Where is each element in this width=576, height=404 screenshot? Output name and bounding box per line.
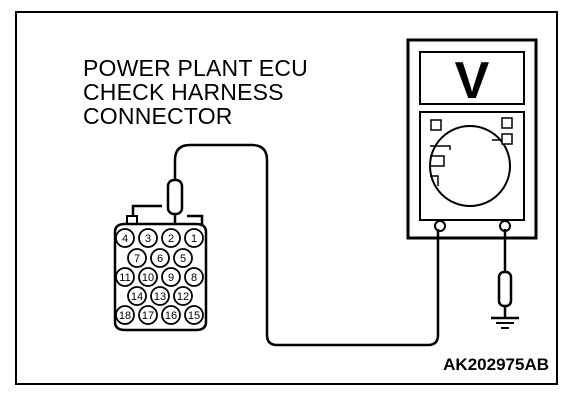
pin-13 bbox=[150, 286, 170, 306]
pin-label-18: 18 bbox=[119, 310, 131, 322]
pin-16 bbox=[161, 305, 181, 325]
pin-2 bbox=[161, 228, 181, 248]
pin-label-16: 16 bbox=[165, 310, 177, 322]
pin-label-3: 3 bbox=[145, 233, 151, 245]
pin-label-6: 6 bbox=[157, 253, 163, 265]
meter-switch-2 bbox=[501, 117, 513, 129]
pin-3 bbox=[138, 228, 158, 248]
meter-switch-1 bbox=[430, 119, 442, 131]
pin-label-13: 13 bbox=[154, 291, 166, 303]
pin-6 bbox=[150, 248, 170, 268]
voltage-symbol-icon: V bbox=[455, 52, 490, 110]
pin-label-4: 4 bbox=[122, 233, 128, 245]
pin-7 bbox=[127, 248, 147, 268]
pin-4 bbox=[115, 228, 135, 248]
voltmeter: V bbox=[406, 38, 538, 240]
pin-11 bbox=[115, 267, 135, 287]
pin-8 bbox=[184, 267, 204, 287]
pin-label-14: 14 bbox=[131, 291, 143, 303]
ground-lead bbox=[491, 229, 519, 329]
pin-label-10: 10 bbox=[142, 272, 154, 284]
pin-label-5: 5 bbox=[180, 253, 186, 265]
connector-label-line-2: CHECK HARNESS bbox=[83, 79, 284, 105]
pin-14 bbox=[127, 286, 147, 306]
pin-label-9: 9 bbox=[168, 272, 174, 284]
pin-label-12: 12 bbox=[177, 291, 189, 303]
connector-label: POWER PLANT ECU CHECK HARNESS CONNECTOR bbox=[83, 56, 308, 128]
connector-label-line-3: CONNECTOR bbox=[83, 103, 233, 129]
pin-5 bbox=[173, 248, 193, 268]
pin-17 bbox=[138, 305, 158, 325]
pin-10 bbox=[138, 267, 158, 287]
pin-1 bbox=[184, 228, 204, 248]
voltmeter-display bbox=[419, 51, 525, 105]
connector-label-line-1: POWER PLANT ECU bbox=[83, 55, 308, 81]
pin-label-2: 2 bbox=[168, 233, 174, 245]
ground-probe bbox=[497, 270, 513, 308]
pin-label-17: 17 bbox=[142, 310, 154, 322]
pin-label-11: 11 bbox=[119, 272, 130, 284]
pin-label-1: 1 bbox=[191, 233, 197, 245]
figure-reference: AK202975AB bbox=[443, 355, 549, 374]
harness-wire bbox=[173, 143, 440, 347]
connector-probe bbox=[166, 178, 184, 226]
pin-9 bbox=[161, 267, 181, 287]
pin-12 bbox=[173, 286, 193, 306]
pin-15 bbox=[184, 305, 204, 325]
pin-18 bbox=[115, 305, 135, 325]
meter-jack-com bbox=[434, 220, 446, 232]
pin-label-7: 7 bbox=[134, 253, 140, 265]
meter-switch-3 bbox=[501, 133, 513, 145]
pin-label-15: 15 bbox=[188, 310, 200, 322]
pin-label-8: 8 bbox=[191, 272, 197, 284]
